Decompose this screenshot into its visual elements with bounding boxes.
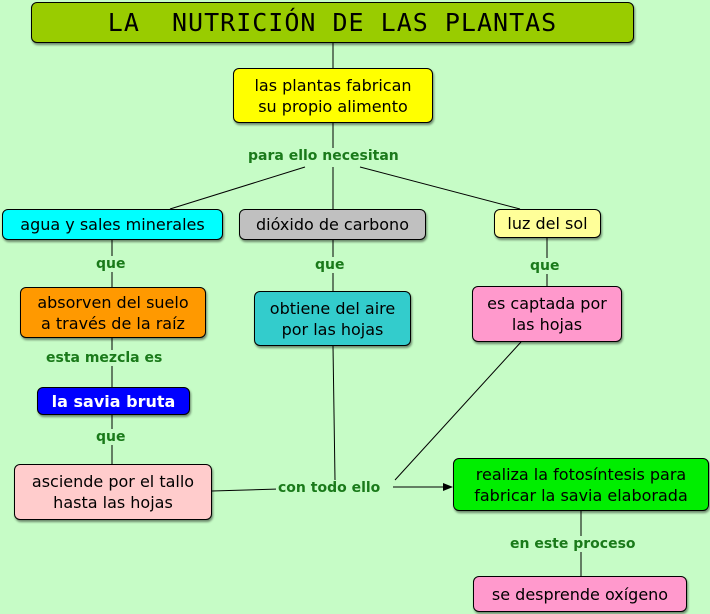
link-con-todo-ello: con todo ello [276,480,383,496]
node-asciende-tallo: asciende por el tallo hasta las hojas [14,464,212,520]
line-obtiene-contodo [332,345,336,481]
node-agua-sales: agua y sales minerales [2,209,223,240]
node-fabrican-alimento: las plantas fabrican su propio alimento [233,68,433,123]
node-dioxido-carbono: dióxido de carbono [239,209,426,240]
link-que-dioxido: que [313,257,347,273]
node-absorven-suelo: absorven del suelo a través de la raíz [20,287,206,338]
node-fotosintesis: realiza la fotosíntesis para fabricar la… [453,458,709,511]
page-title: LA NUTRICIÓN DE LAS PLANTAS [31,2,634,43]
node-savia-bruta: la savia bruta [37,387,190,415]
link-que-savia: que [94,429,128,445]
link-que-agua: que [94,256,128,272]
node-obtiene-aire: obtiene del aire por las hojas [254,291,411,346]
line-asciende-contodo [211,488,280,492]
link-en-este-proceso: en este proceso [508,536,638,552]
line-label-agua [169,166,306,210]
link-que-luz: que [528,258,562,274]
node-luz-sol: luz del sol [494,209,601,238]
node-desprende-oxigeno: se desprende oxígeno [473,576,687,612]
line-captada-contodo [394,341,522,481]
node-captada-hojas: es captada por las hojas [472,286,622,342]
line-label-luz [359,166,521,210]
link-para-ello-necesitan: para ello necesitan [246,148,401,164]
link-esta-mezcla-es: esta mezcla es [44,350,165,366]
